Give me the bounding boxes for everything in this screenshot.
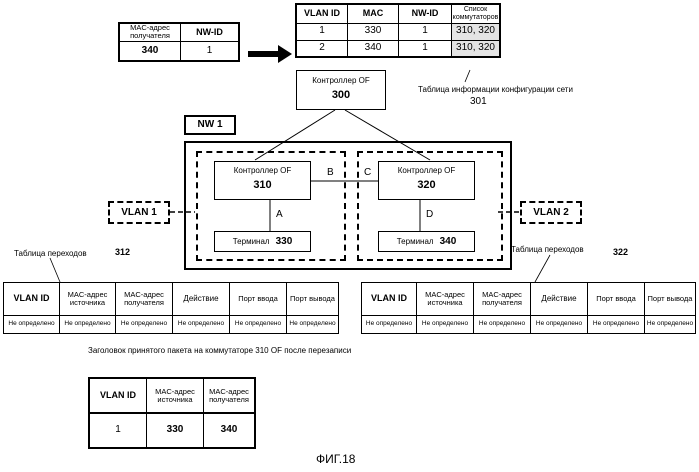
config-table-ref: 301 <box>470 96 487 107</box>
callout-312 <box>50 258 60 282</box>
arrow-icon <box>248 45 292 63</box>
flow-right-ref: 322 <box>613 247 628 257</box>
flow-left-cell: Не определено <box>116 316 173 334</box>
callout-301 <box>465 70 470 82</box>
terminal-330: Терминал 330 <box>214 231 311 252</box>
flow-left-cell: Не определено <box>230 316 287 334</box>
flow-left-cell: Не определено <box>173 316 230 334</box>
flow-table-left: VLAN ID MAC-адрес источника MAC-адрес по… <box>3 282 339 334</box>
flow-right-col: Порт вывода <box>645 283 696 316</box>
flow-right-cell: Не определено <box>362 316 417 334</box>
packet-cell-vlan: 1 <box>89 413 147 448</box>
flow-right-cell: Не определено <box>531 316 588 334</box>
flow-right-col: Порт ввода <box>588 283 645 316</box>
config-cell: 1 <box>296 23 348 40</box>
terminal-340-id: 340 <box>440 236 457 247</box>
flow-table-right: VLAN ID MAC-адрес источника MAC-адрес по… <box>361 282 696 334</box>
flow-left-col: VLAN ID <box>4 283 60 316</box>
flow-right-cell: Не определено <box>588 316 645 334</box>
config-col-vlan: VLAN ID <box>296 4 348 23</box>
controller-300-id: 300 <box>297 89 385 101</box>
callout-322 <box>535 255 550 282</box>
vlan1-label: VLAN 1 <box>108 201 170 224</box>
flow-right-col: MAC-адрес получателя <box>474 283 531 316</box>
vlan2-label: VLAN 2 <box>520 201 582 224</box>
switch-310-title: Контроллер OF <box>215 166 310 175</box>
config-cell: 310, 320 <box>452 40 501 57</box>
flow-left-cell: Не определено <box>60 316 116 334</box>
flow-left-cell: Не определено <box>4 316 60 334</box>
link-label-d: D <box>426 209 433 220</box>
header-cell-mac: 340 <box>119 41 181 61</box>
switch-320-id: 320 <box>379 179 474 191</box>
controller-300-title: Контроллер OF <box>297 76 385 85</box>
flow-right-cell: Не определено <box>645 316 696 334</box>
config-table: VLAN ID MAC NW-ID Список коммутаторов 1 … <box>295 3 501 58</box>
flow-right-col: VLAN ID <box>362 283 417 316</box>
config-cell: 1 <box>399 23 452 40</box>
config-col-switches: Список коммутаторов <box>452 4 501 23</box>
header-table: MAC-адрес получателя NW-ID 340 1 <box>118 22 240 62</box>
switch-320: Контроллер OF 320 <box>378 161 475 200</box>
header-col-mac: MAC-адрес получателя <box>119 23 181 41</box>
flow-left-col: Действие <box>173 283 230 316</box>
config-table-caption: Таблица информации конфигурации сети <box>418 85 573 94</box>
flow-left-col: MAC-адрес источника <box>60 283 116 316</box>
packet-cell-dst: 340 <box>204 413 256 448</box>
switch-320-title: Контроллер OF <box>379 166 474 175</box>
link-label-b: B <box>327 167 334 178</box>
link-label-c: C <box>364 167 371 178</box>
config-cell: 310, 320 <box>452 23 501 40</box>
flow-right-caption: Таблица переходов <box>511 245 584 254</box>
flow-left-ref: 312 <box>115 247 130 257</box>
terminal-330-id: 330 <box>276 236 293 247</box>
flow-left-cell: Не определено <box>287 316 339 334</box>
header-cell-nwid: 1 <box>181 41 240 61</box>
flow-left-col: Порт вывода <box>287 283 339 316</box>
config-cell: 1 <box>399 40 452 57</box>
flow-left-caption: Таблица переходов <box>14 249 87 258</box>
controller-300: Контроллер OF 300 <box>296 70 386 110</box>
packet-cell-src: 330 <box>147 413 204 448</box>
packet-header-caption: Заголовок принятого пакета на коммутатор… <box>88 346 351 355</box>
link-label-a: A <box>276 209 283 220</box>
terminal-340-title: Терминал <box>397 237 434 246</box>
switch-310: Контроллер OF 310 <box>214 161 311 200</box>
packet-col-vlan: VLAN ID <box>89 378 147 413</box>
flow-right-cell: Не определено <box>417 316 474 334</box>
nw-label: NW 1 <box>184 115 236 135</box>
packet-col-src: MAC-адрес источника <box>147 378 204 413</box>
config-cell: 340 <box>348 40 399 57</box>
config-col-mac: MAC <box>348 4 399 23</box>
flow-right-cell: Не определено <box>474 316 531 334</box>
config-col-nwid: NW-ID <box>399 4 452 23</box>
figure-label: ФИГ.18 <box>316 452 355 466</box>
config-cell: 330 <box>348 23 399 40</box>
config-cell: 2 <box>296 40 348 57</box>
flow-right-col: MAC-адрес источника <box>417 283 474 316</box>
switch-310-id: 310 <box>215 179 310 191</box>
flow-left-col: Порт ввода <box>230 283 287 316</box>
flow-left-col: MAC-адрес получателя <box>116 283 173 316</box>
terminal-340: Терминал 340 <box>378 231 475 252</box>
packet-header-table: VLAN ID MAC-адрес источника MAC-адрес по… <box>88 377 256 449</box>
flow-right-col: Действие <box>531 283 588 316</box>
packet-col-dst: MAC-адрес получателя <box>204 378 256 413</box>
header-col-nwid: NW-ID <box>181 23 240 41</box>
terminal-330-title: Терминал <box>233 237 270 246</box>
